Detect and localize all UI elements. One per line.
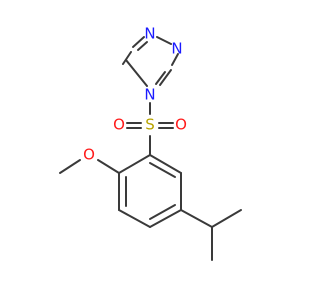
bond — [122, 51, 132, 65]
bond — [171, 53, 179, 66]
molecule-canvas: N N N S O O O — [59, 24, 242, 261]
bond — [132, 36, 145, 48]
bond — [159, 69, 172, 86]
bond — [59, 159, 81, 174]
bond — [97, 159, 120, 174]
bond — [137, 41, 148, 51]
atom-label-oxygen-right: O — [175, 116, 187, 134]
sulfonyl-bonds — [126, 122, 174, 129]
bond — [156, 36, 172, 45]
bond — [149, 204, 176, 220]
bond — [155, 71, 166, 85]
benzene-ring — [118, 154, 182, 228]
bond — [149, 154, 182, 174]
atom-label-n-substituted: N — [144, 86, 155, 104]
triazole-ring — [122, 36, 179, 87]
structure-diagram: N N N S O O O — [59, 25, 242, 261]
bond — [149, 162, 176, 178]
bond — [125, 59, 148, 87]
atom-label-sulfur: S — [145, 116, 155, 134]
atom-label-n-right: N — [171, 40, 182, 58]
bond — [118, 154, 151, 174]
bond — [180, 209, 213, 228]
atom-label-n-top: N — [144, 25, 155, 43]
bond — [211, 209, 242, 228]
atom-labels: N N N S O O O — [83, 25, 187, 164]
bond — [118, 209, 151, 228]
atom-label-methoxy-oxygen: O — [83, 146, 95, 164]
bond — [149, 209, 182, 228]
atom-label-oxygen-left: O — [113, 116, 125, 134]
